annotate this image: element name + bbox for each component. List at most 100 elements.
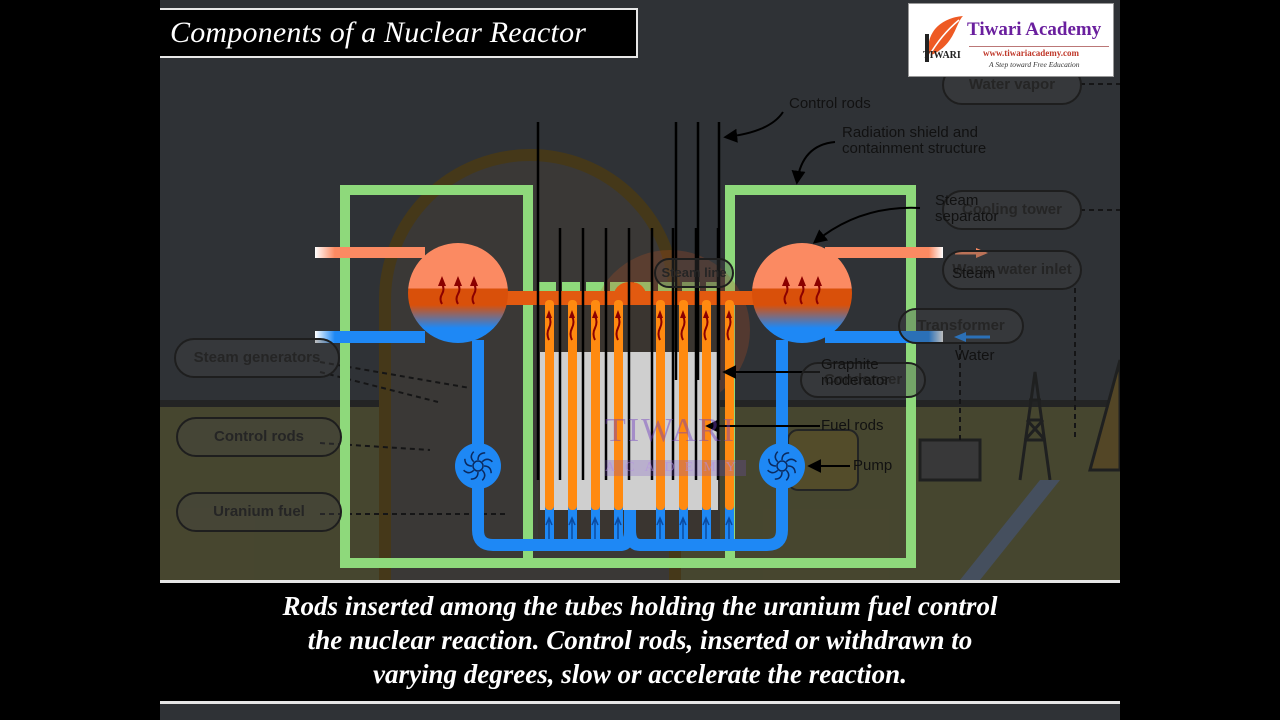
heat-arrowhead-icon [814, 276, 822, 286]
heat-arrow-icon [657, 315, 663, 341]
label-steam-separator-line1: Steam [935, 192, 979, 209]
heat-arrowhead-icon [798, 276, 806, 286]
arrow-steam-separator [812, 206, 921, 244]
heat-arrow-icon [726, 315, 732, 341]
page-title: Components of a Nuclear Reactor [170, 16, 587, 49]
heat-arrow-icon [455, 283, 461, 305]
heat-arrowhead-icon [782, 276, 790, 286]
label-steam-separator-line2: separator [935, 208, 999, 225]
pump-impeller-icon [785, 469, 790, 481]
bg-label-warm-water-inlet: Warm water inlet [942, 250, 1082, 290]
coolant-arrow-icon [568, 516, 576, 540]
heat-arrowhead-icon [657, 310, 663, 318]
coolant-arrow-icon [702, 516, 710, 540]
heat-arrowhead-icon [680, 310, 686, 318]
label-water: Water [955, 347, 995, 364]
caption-text: Rods inserted among the tubes holding th… [160, 589, 1120, 691]
label-pump: Pump [853, 457, 893, 474]
heat-arrowhead-icon [703, 310, 709, 318]
label-radiation-shield-line2: containment structure [842, 140, 987, 157]
video-frame: Steam generators Control rods Uranium fu… [160, 0, 1120, 720]
coolant-arrow-icon [725, 516, 733, 540]
water-channel [960, 480, 1060, 580]
heat-arrow-icon [592, 315, 598, 341]
heat-arrow-icon [569, 315, 575, 341]
logo-brand-mark: TIWARI [923, 50, 961, 61]
pump-impeller-icon [768, 458, 777, 467]
heat-arrow-icon [546, 315, 552, 341]
pump-right [759, 443, 805, 489]
pump-impeller-icon [470, 471, 479, 480]
pump-left [455, 443, 501, 489]
pump-impeller-icon [767, 469, 779, 474]
bg-label-transformer: Transformer [898, 308, 1024, 344]
fuel-tube [591, 300, 600, 510]
heat-arrow-icon [799, 283, 805, 305]
heat-arrowhead-icon [454, 276, 462, 286]
label-fuel-rods: Fuel rods [821, 417, 884, 434]
heat-arrowhead-icon [438, 276, 446, 286]
arrow-control-rods [723, 111, 784, 143]
label-graphite-line2: moderator [821, 372, 890, 389]
fuel-tube [679, 300, 688, 510]
bg-label-steam-line: Steam line [654, 258, 734, 288]
fuel-tube [702, 300, 711, 510]
heat-arrow-icon [471, 283, 477, 305]
arrow-radiation-shield [791, 141, 836, 185]
cooling-tower-shape [1088, 359, 1120, 472]
caption-line-2: the nuclear reaction. Control rods, inse… [307, 625, 973, 655]
pump-body [759, 443, 805, 489]
heat-arrow-icon [783, 283, 789, 305]
label-graphite-line1: Graphite [821, 356, 879, 373]
fuel-tube [568, 300, 577, 510]
bg-label-control-rods: Control rods [176, 417, 342, 457]
logo-url: www.tiwariacademy.com [983, 48, 1079, 58]
reactor-core [500, 122, 760, 545]
caption-line-3: varying degrees, slow or accelerate the … [373, 659, 907, 689]
transformer-shape [918, 438, 982, 482]
watermark-subtext: ACADEMY [605, 460, 746, 476]
pump-impeller-icon [787, 465, 796, 474]
pump-impeller-icon [774, 471, 783, 480]
heat-arrow-icon [815, 283, 821, 305]
pump-impeller-icon [781, 452, 790, 461]
bg-label-steam-generators: Steam generators [174, 338, 340, 378]
heat-arrowhead-icon [470, 276, 478, 286]
fuel-tube [656, 300, 665, 510]
steam-outlet-pipe-right [825, 247, 943, 258]
heat-arrowhead-icon [615, 310, 621, 318]
heat-arrows [438, 276, 822, 305]
coolant-arrow-icon [591, 516, 599, 540]
water-inlet-pipe-left [315, 331, 425, 343]
water-in-arrowhead [954, 332, 966, 342]
title-banner: Components of a Nuclear Reactor [160, 8, 638, 58]
leaf-icon [925, 16, 963, 62]
coolant-arrow-icon [614, 516, 622, 540]
bg-label-condenser: Condenser [800, 362, 926, 398]
label-radiation-shield-line1: Radiation shield and [842, 124, 978, 141]
reactor-diagram [160, 83, 1120, 580]
label-steam: Steam [952, 265, 996, 282]
steam-outlet-pipe-left [315, 247, 425, 258]
coolant-arrow-icon [679, 516, 687, 540]
coolant-loop [472, 340, 788, 551]
logo-divider [969, 46, 1109, 47]
leader-lines [319, 83, 1120, 515]
caption-banner: Rods inserted among the tubes holding th… [160, 580, 1120, 704]
pump-impeller-icon [463, 469, 475, 474]
pump-impeller-icon [785, 458, 797, 463]
fuel-tube [545, 300, 554, 510]
pump-hub [776, 460, 788, 472]
label-control-rods: Control rods [789, 95, 871, 112]
bg-label-cooling-tower: Cooling tower [942, 190, 1082, 230]
coolant-arrow-icon [545, 516, 553, 540]
pump-impeller-icon [470, 451, 475, 463]
pump-impeller-icon [481, 469, 486, 481]
pump-hub [472, 460, 484, 472]
heat-arrowhead-icon [569, 310, 575, 318]
pump-impeller-icon [774, 451, 779, 463]
heat-arrowhead-icon [546, 310, 552, 318]
fuel-tube [725, 300, 734, 510]
pump-impeller-icon [481, 458, 493, 463]
heat-arrow-icon [680, 315, 686, 341]
